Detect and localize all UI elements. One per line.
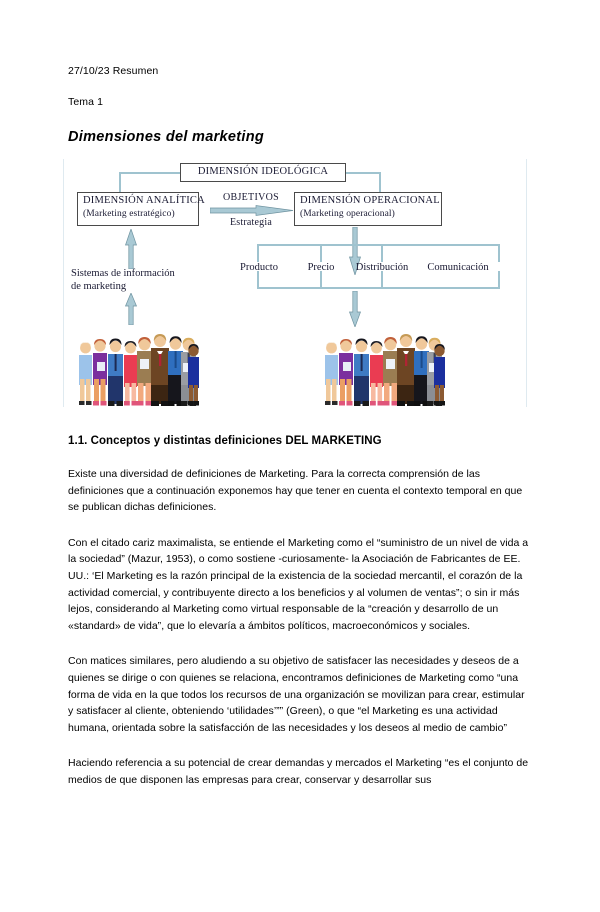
business-people-group-illustration-left (79, 334, 199, 406)
connector-mix-top-bar (257, 244, 500, 246)
sistemas-informacion-caption: Sistemas de información de marketing (71, 267, 221, 293)
arrow-down-icon-2 (348, 291, 362, 327)
connector-mix-bottom-3 (381, 271, 383, 289)
connector-mix-bottom-1 (257, 271, 259, 289)
paragraph-2: Con el citado cariz maximalista, se enti… (68, 536, 529, 632)
mix-label-producto: Producto (240, 262, 278, 273)
arrow-down-icon (349, 227, 361, 275)
figure-right-border (526, 159, 527, 407)
connector-mix-bottom-4 (498, 271, 500, 289)
box-ideologica-label: DIMENSIÓN IDEOLÓGICA (197, 166, 329, 177)
section-heading: 1.1. Conceptos y distintas definiciones … (68, 435, 382, 447)
arrow-right-icon (210, 205, 294, 216)
connector-mix-top-3 (381, 244, 383, 262)
arrow-up-icon (125, 229, 137, 269)
document-topic-line: Tema 1 (68, 96, 104, 108)
connector-mix-top-4 (498, 244, 500, 262)
box-dimension-operacional: DIMENSIÓN OPERACIONAL (Marketing operaci… (294, 192, 442, 226)
paragraph-4: Haciendo referencia a su potencial de cr… (68, 757, 529, 786)
paragraph-1: Existe una diversidad de definiciones de… (68, 468, 523, 514)
marketing-dimensions-diagram: DIMENSIÓN IDEOLÓGICA DIMENSIÓN ANALÍTICA… (63, 159, 527, 407)
connector-ideological-right-drop (379, 172, 381, 194)
objetivos-label: OBJETIVOS (222, 192, 280, 203)
estrategia-label: Estrategia (230, 217, 272, 228)
connector-mix-bottom-bar (257, 287, 500, 289)
box-dimension-ideologica: DIMENSIÓN IDEOLÓGICA (180, 163, 346, 182)
figure-left-border (63, 159, 64, 407)
connector-mix-top-2 (320, 244, 322, 262)
page-title: Dimensiones del marketing (68, 129, 265, 145)
business-people-group-illustration-right (325, 334, 445, 406)
box-analitica-subtitle: (Marketing estratégico) (83, 208, 175, 219)
arrow-up-icon-2 (124, 293, 138, 325)
box-operacional-title: DIMENSIÓN OPERACIONAL (300, 195, 440, 206)
mix-label-distribucion: Distribución (355, 262, 409, 273)
connector-mix-top-1 (257, 244, 259, 262)
box-dimension-analitica: DIMENSIÓN ANALÍTICA (Marketing estratégi… (77, 192, 205, 226)
document-date-line: 27/10/23 Resumen (68, 65, 159, 77)
connector-mix-bottom-2 (320, 271, 322, 289)
connector-ideological-left-drop (119, 172, 121, 194)
paragraph-3: Con matices similares, pero aludiendo a … (68, 655, 525, 734)
box-operacional-subtitle: (Marketing operacional) (300, 208, 395, 219)
mix-label-precio: Precio (307, 262, 335, 273)
sistemas-line-2: de marketing (71, 281, 127, 292)
document-page: 27/10/23 Resumen Tema 1 Dimensiones del … (0, 64, 600, 912)
sistemas-line-1: Sistemas de información (71, 268, 175, 279)
box-analitica-title: DIMENSIÓN ANALÍTICA (83, 195, 205, 206)
mix-label-comunicacion: Comunicación (427, 262, 489, 273)
